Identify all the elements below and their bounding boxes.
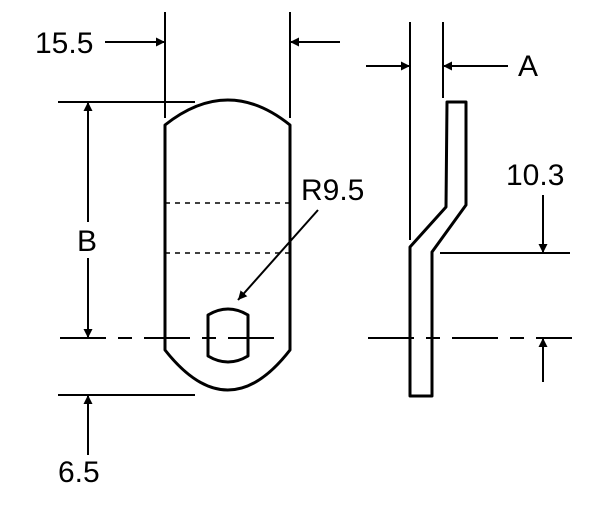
thickness-label: A: [518, 50, 538, 83]
radius-leader: [237, 209, 319, 301]
offset-dimension: 10.3: [440, 159, 570, 382]
side-view: [408, 100, 468, 398]
bottom-dimension: 6.5: [58, 394, 195, 489]
front-view: [163, 98, 292, 392]
label-knockout: [74, 222, 104, 258]
d-slot: [206, 307, 250, 364]
radius-dimension: R9.5: [237, 174, 364, 301]
cam-outline: [163, 98, 292, 392]
height-label: B: [77, 225, 97, 258]
height-dimension: B: [58, 101, 195, 338]
radius-label: R9.5: [301, 174, 364, 207]
bottom-label: 6.5: [58, 456, 100, 489]
width-dimension: 15.5: [35, 12, 340, 118]
offset-label: 10.3: [506, 159, 564, 192]
width-label: 15.5: [35, 27, 93, 60]
side-profile: [408, 100, 468, 398]
thickness-dimension: A: [366, 22, 538, 240]
